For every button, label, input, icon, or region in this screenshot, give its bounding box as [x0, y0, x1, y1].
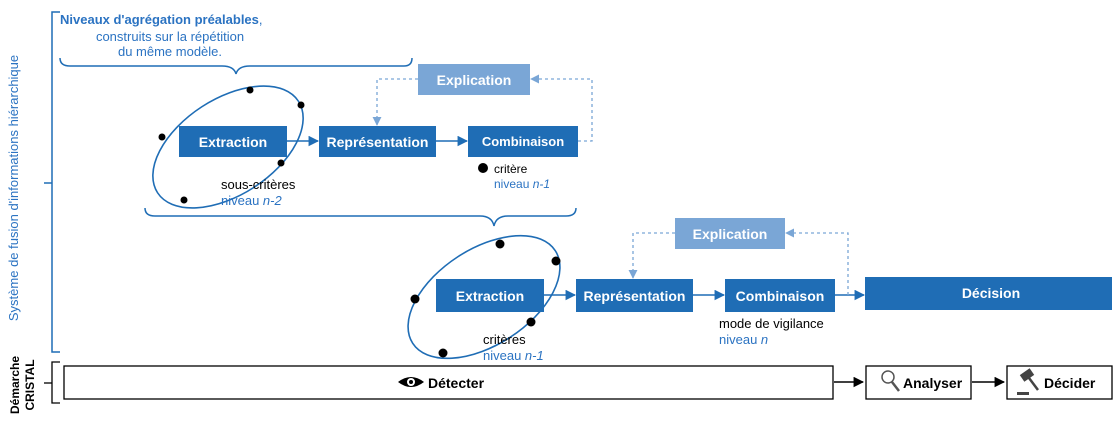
lower-extraction-box: Extraction: [436, 279, 544, 312]
system-bracket: [51, 11, 60, 353]
lower-criteria-level-var: n-1: [525, 348, 544, 363]
lower-combinaison-label: Combinaison: [736, 288, 825, 304]
lower-point: [495, 239, 505, 249]
upper-criterion-label: critère: [494, 162, 528, 176]
lower-representation-box: Représentation: [576, 279, 693, 312]
upper-point: [158, 133, 166, 141]
lower-criteria-level-prefix: niveau: [483, 348, 525, 363]
lower-point: [526, 317, 536, 327]
gavel-icon: [1017, 368, 1039, 395]
upper-criterion-dot: [478, 163, 488, 173]
lower-extraction-label: Extraction: [456, 288, 524, 304]
decide-step: Décider: [1006, 365, 1113, 400]
detect-label: Détecter: [428, 375, 485, 391]
note-brace: [59, 57, 413, 75]
note-line2: construits sur la répétition: [96, 29, 244, 44]
lower-feedback-out: [785, 228, 849, 295]
analyse-label: Analyser: [903, 375, 963, 391]
upper-subcriteria-label: sous-critères: [221, 177, 296, 192]
middle-brace: [144, 207, 577, 227]
lower-point: [410, 294, 420, 304]
upper-subcriteria-level-var: n-2: [263, 193, 283, 208]
mode-label: mode de vigilance: [719, 316, 824, 331]
lower-point: [438, 348, 448, 358]
lower-explication-box: Explication: [675, 218, 785, 249]
note-line1: Niveaux d'agrégation préalables,: [60, 12, 263, 27]
lower-point: [551, 256, 561, 266]
upper-feedback-in: [372, 78, 418, 126]
upper-combinaison-label: Combinaison: [482, 134, 564, 149]
upper-criterion-level-prefix: niveau: [494, 177, 533, 191]
upper-point: [297, 101, 305, 109]
upper-explication-label: Explication: [437, 72, 512, 88]
upper-subcriteria-level-prefix: niveau: [221, 193, 263, 208]
upper-representation-box: Représentation: [319, 126, 436, 157]
upper-criterion-level: niveau n-1: [494, 177, 550, 191]
lower-criteria-label: critères: [483, 332, 526, 347]
decision-box: Décision: [865, 277, 1112, 310]
detect-step: Détecter: [63, 365, 834, 400]
mode-level-var: n: [761, 332, 768, 347]
mode-level-prefix: niveau: [719, 332, 761, 347]
upper-explication-box: Explication: [418, 64, 530, 95]
upper-combinaison-box: Combinaison: [468, 126, 578, 157]
upper-point: [180, 196, 188, 204]
cristal-label-line2: CRISTAL: [23, 359, 37, 410]
eye-icon: [398, 377, 424, 387]
upper-point: [246, 86, 254, 94]
lower-criteria-ellipse: [407, 234, 561, 360]
decision-label: Décision: [962, 285, 1020, 301]
analyse-step: Analyser: [865, 365, 972, 400]
note-line1-bold: Niveaux d'agrégation préalables: [60, 12, 259, 27]
upper-criterion-level-var: n-1: [533, 177, 550, 191]
lower-combinaison-box: Combinaison: [725, 279, 835, 312]
upper-representation-label: Représentation: [327, 134, 429, 150]
decide-label: Décider: [1044, 375, 1096, 391]
upper-extraction-label: Extraction: [199, 134, 267, 150]
lower-criteria-level: niveau n-1: [483, 348, 544, 363]
note-line1-end: ,: [259, 12, 263, 27]
system-label: Système de fusion d'informations hiérarc…: [6, 55, 21, 321]
lower-feedback-in: [628, 232, 675, 279]
note-line3: du même modèle.: [118, 44, 222, 59]
cristal-label-line1: Démarche: [8, 356, 22, 414]
upper-feedback-out: [530, 74, 593, 142]
upper-subcriteria-ellipse: [152, 85, 304, 209]
cristal-bracket: [51, 361, 60, 404]
upper-point: [277, 159, 285, 167]
lower-explication-label: Explication: [693, 226, 768, 242]
lower-representation-label: Représentation: [584, 288, 686, 304]
mode-level: niveau n: [719, 332, 768, 347]
upper-subcriteria-level: niveau n-2: [221, 193, 282, 208]
magnifier-icon: [881, 370, 900, 392]
upper-extraction-box: Extraction: [179, 126, 287, 157]
